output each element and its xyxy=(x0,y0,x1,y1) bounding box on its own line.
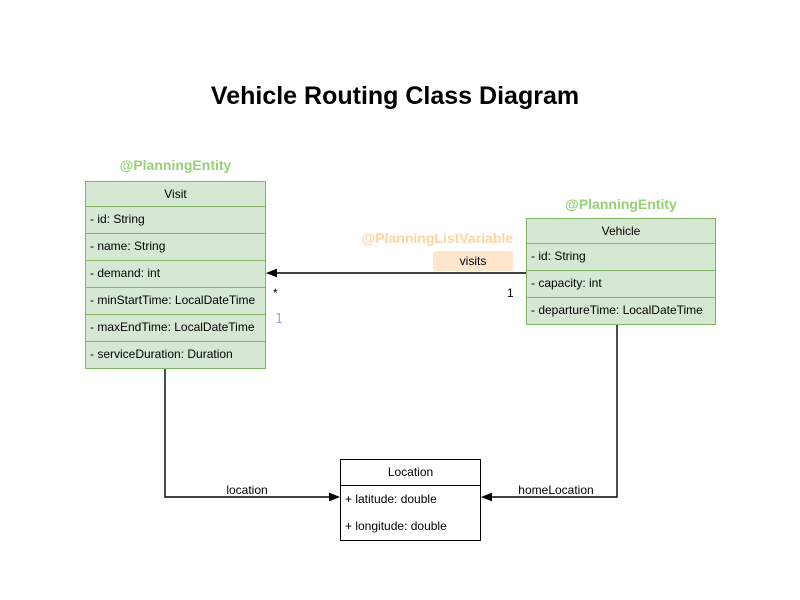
visits-edge-label[interactable]: visits xyxy=(433,251,513,271)
visit-class[interactable]: Visit - id: String - name: String - dema… xyxy=(85,181,266,369)
visit-attribute-row: - maxEndTime: LocalDateTime xyxy=(86,314,265,341)
vehicle-attribute-row: - departureTime: LocalDateTime xyxy=(527,297,715,324)
home-location-edge[interactable] xyxy=(481,320,618,502)
vehicle-class[interactable]: Vehicle - id: String - capacity: int - d… xyxy=(526,218,716,325)
vehicle-planning-entity-annotation: @PlanningEntity xyxy=(565,196,677,212)
visits-edge-arrowhead xyxy=(266,268,277,278)
visit-attribute-row: - name: String xyxy=(86,233,265,260)
location-edge-line xyxy=(164,361,330,498)
home-location-edge-line xyxy=(491,320,618,498)
location-class[interactable]: Location + latitude: double + longitude:… xyxy=(340,459,481,541)
planning-list-variable-annotation: @PlanningListVariable xyxy=(361,230,513,246)
visit-attribute-row: - demand: int xyxy=(86,260,265,287)
visits-list-index-label: 1 xyxy=(275,312,283,327)
visits-source-multiplicity: 1 xyxy=(507,286,514,300)
diagram-title: Vehicle Routing Class Diagram xyxy=(210,82,580,110)
vehicle-class-name: Vehicle xyxy=(601,224,641,238)
location-edge-label: location xyxy=(226,483,268,497)
location-attributes-compartment: + latitude: double + longitude: double xyxy=(341,485,480,540)
location-attribute-row: + latitude: double xyxy=(345,492,437,506)
visit-attribute-row: - id: String xyxy=(86,206,265,233)
home-location-edge-arrowhead xyxy=(481,492,492,502)
visit-class-name: Visit xyxy=(164,187,187,201)
location-class-name: Location xyxy=(387,465,434,479)
visits-target-multiplicity: * xyxy=(273,286,278,300)
home-location-edge-label: homeLocation xyxy=(518,483,594,497)
visit-planning-entity-annotation: @PlanningEntity xyxy=(119,157,232,173)
location-attribute-row: + longitude: double xyxy=(345,519,447,533)
vehicle-attribute-row: - capacity: int xyxy=(527,270,715,297)
visit-attribute-row: - serviceDuration: Duration xyxy=(86,341,265,368)
visit-attribute-row: - minStartTime: LocalDateTime xyxy=(86,287,265,314)
vehicle-attribute-row: - id: String xyxy=(527,243,715,270)
location-edge[interactable] xyxy=(164,361,340,502)
location-edge-arrowhead xyxy=(329,492,340,502)
